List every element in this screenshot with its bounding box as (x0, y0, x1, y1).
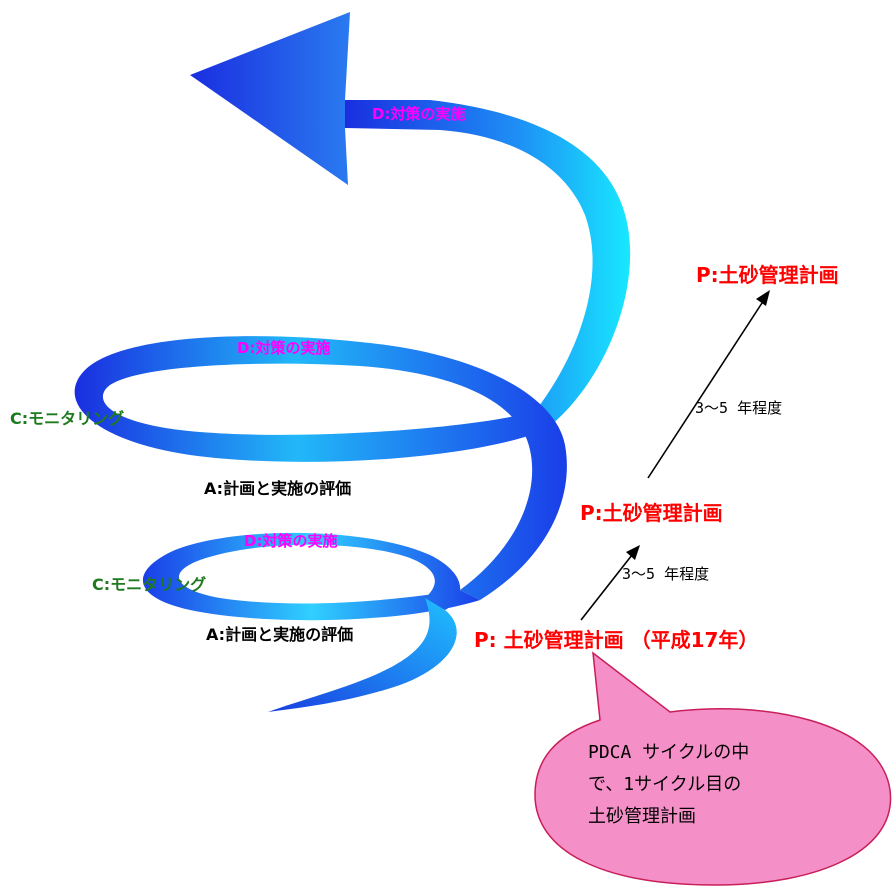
interval-arrowhead-lower (626, 545, 640, 560)
cycle1-interval-label: 3～5 年程度 (622, 565, 710, 583)
callout-bubble (534, 651, 892, 886)
cycle2-act-label: A:計画と実施の評価 (204, 479, 352, 498)
cycle2-plan-label: P:土砂管理計画 (580, 501, 723, 525)
spiral-arrowhead (190, 12, 350, 185)
cycle3-do-label: D:対策の実施 (372, 105, 466, 123)
callout-line-3: 土砂管理計画 (588, 806, 696, 827)
cycle1-do-label: D:対策の実施 (244, 532, 338, 550)
cycle1-plan-label: P: 土砂管理計画 （平成17年） (474, 628, 759, 652)
interval-arrow-upper (647, 302, 763, 479)
interval-arrow-lower (580, 554, 633, 621)
interval-arrowhead-upper (756, 290, 770, 306)
cycle1-act-label: A:計画と実施の評価 (206, 625, 354, 644)
cycle2-interval-label: 3～5 年程度 (695, 399, 783, 417)
spiral-band-tail (268, 598, 457, 712)
cycle2-check-label: C:モニタリング (10, 409, 125, 428)
cycle1-check-label: C:モニタリング (92, 575, 207, 594)
cycle3-plan-label: P:土砂管理計画 (696, 263, 839, 287)
callout-line-1: PDCA サイクルの中 (588, 742, 750, 763)
spiral-band-middle (74, 336, 567, 600)
cycle2-do-label: D:対策の実施 (237, 339, 331, 357)
callout-line-2: で、1サイクル目の (588, 774, 742, 795)
